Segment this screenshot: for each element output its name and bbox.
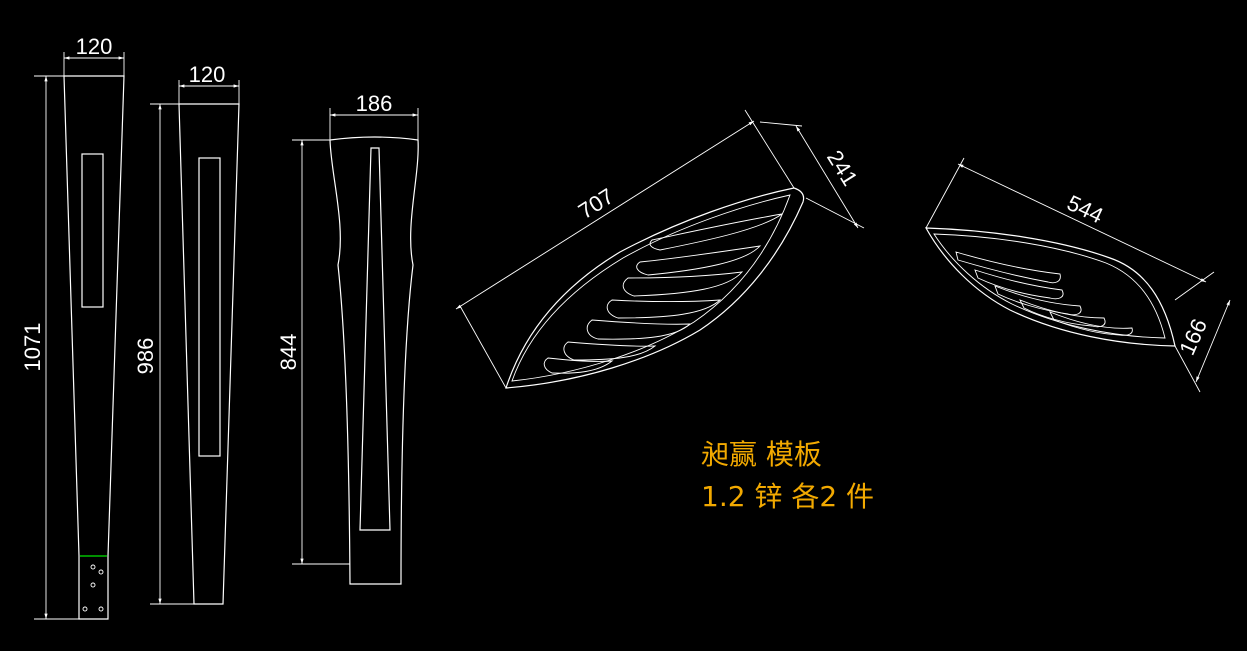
wing1-feather	[543, 357, 614, 374]
part1-hole	[98, 569, 104, 575]
wing1-width-label: 241	[822, 146, 863, 190]
part1-width-label: 120	[76, 34, 113, 59]
part3-leg-template: 186 844	[276, 91, 419, 585]
part1-hole	[98, 606, 104, 612]
part2-outline	[178, 103, 240, 605]
wing1-template: 707 241	[455, 109, 865, 389]
wing2-outline	[924, 227, 1176, 347]
wing2-length-label: 544	[1063, 190, 1107, 228]
wing1-feather	[586, 319, 692, 340]
part1-height-label: 1071	[20, 323, 45, 372]
material-quantity-note: 1.2 锌 各2 件	[701, 480, 875, 513]
part2-width-label: 120	[189, 62, 226, 87]
part1-slot	[81, 153, 104, 308]
part3-width-label: 186	[356, 91, 393, 116]
part3-slot	[359, 147, 391, 531]
wing1-length-dimension-line	[455, 120, 755, 310]
part1-outline	[63, 75, 125, 620]
part1-hole	[90, 582, 96, 588]
wing2-width-label: 166	[1174, 315, 1212, 359]
part1-hole	[82, 606, 88, 612]
part3-height-label: 844	[276, 334, 301, 371]
part3-outline	[329, 136, 419, 585]
part1-hole	[90, 564, 96, 570]
wing2-feather	[955, 251, 1061, 284]
wing1-feather	[636, 245, 762, 276]
wing1-feather	[649, 213, 783, 251]
template-title-note: 昶赢 模板	[701, 438, 822, 471]
part2-height-label: 986	[133, 338, 158, 375]
wing1-width-dimension-line	[795, 125, 859, 229]
part2-leg-template: 120 986	[133, 62, 240, 605]
wing1-feather	[563, 341, 657, 361]
wing2-width-dimension-line	[1195, 299, 1231, 383]
wing2-inner-outline	[933, 233, 1166, 339]
wing1-feather	[622, 271, 744, 297]
wing2-feather	[1049, 311, 1133, 336]
wing1-length-label: 707	[574, 183, 618, 224]
wing2-template: 544 166	[924, 157, 1231, 393]
part2-slot	[198, 157, 221, 457]
part1-leg-template: 120 1071	[20, 34, 125, 620]
wing2-feather	[1019, 299, 1106, 328]
wing2-length-dimension-line	[957, 163, 1207, 283]
wing2-feather	[994, 285, 1082, 316]
